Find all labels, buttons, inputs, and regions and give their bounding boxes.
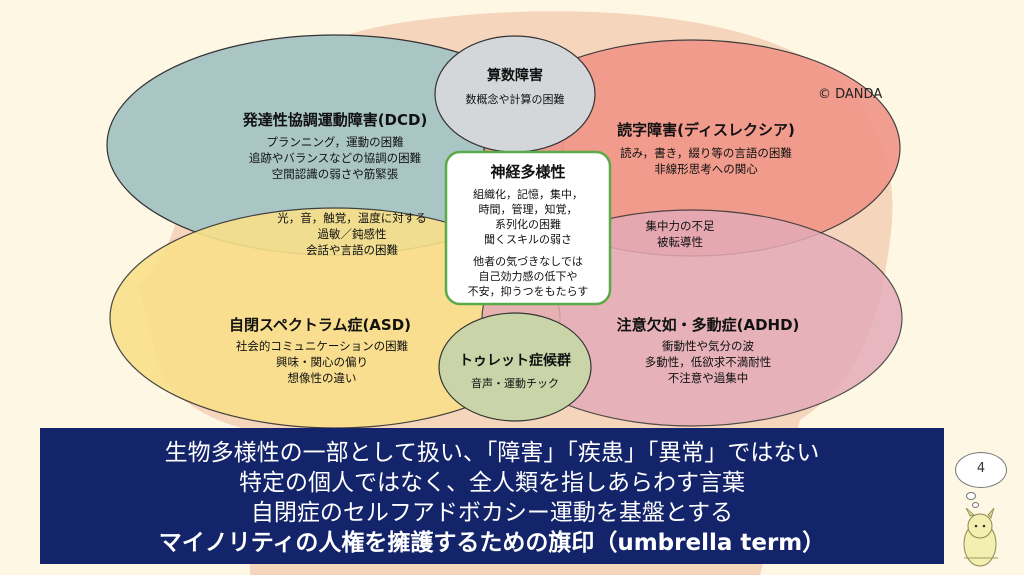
dcd-asd-line: 会話や言語の困難 (306, 243, 398, 257)
center-line: 他者の気づきなしでは (473, 254, 583, 268)
math-title: 算数障害 (487, 67, 543, 84)
center-line: 聞くスキルの弱さ (484, 233, 572, 246)
math-line: 数概念や計算の困難 (466, 92, 565, 106)
asd-line: 社会的コミュニケーションの困難 (236, 339, 408, 353)
asd-title: 自閉スペクトラム症(ASD) (229, 316, 411, 334)
center-line: 時間，管理，知覚， (479, 202, 578, 216)
banner-line: 自閉症のセルフアドボカシー運動を基盤とする (250, 500, 734, 526)
banner-line: マイノリティの人権を擁護するための旗印（umbrella term） (158, 530, 826, 556)
center-line: 自己効力感の低下や (479, 269, 578, 283)
adhd-line: 衝動性や気分の波 (662, 339, 754, 353)
center-title: 神経多様性 (490, 163, 565, 181)
dyslexia-line: 非線形思考への関心 (654, 162, 758, 176)
tourette-title: トゥレット症候群 (459, 352, 571, 369)
asd-line: 興味・関心の偏り (276, 355, 368, 369)
tourette-line: 音声・運動チック (471, 376, 559, 390)
thought-dot (972, 502, 979, 508)
dyslexia-title: 読字障害(ディスレクシア) (617, 121, 795, 139)
summary-banner: 生物多様性の一部として扱い、「障害」「疾患」「異常」ではない 特定の個人ではなく… (40, 428, 944, 564)
adhd-title: 注意欠如・多動症(ADHD) (617, 316, 800, 334)
center-line: 不安，抑うつをもたらす (468, 284, 589, 298)
dcd-line: 追跡やバランスなどの協調の困難 (249, 151, 421, 165)
adhd-line: 多動性，低欲求不満耐性 (645, 355, 772, 369)
page-number-bubble: 4 (955, 452, 1007, 488)
page-number: 4 (976, 461, 986, 476)
dys-adhd-line: 被転導性 (657, 235, 703, 249)
adhd-line: 不注意や過集中 (668, 371, 749, 385)
dcd-asd-line: 過敏／鈍感性 (318, 227, 387, 241)
banner-line: 特定の個人ではなく、全人類を指しあらわす言葉 (239, 470, 745, 496)
copyright-label: © DANDA (818, 87, 883, 102)
dcd-title: 発達性協調運動障害(DCD) (242, 111, 428, 129)
dcd-line: 空間認識の弱さや筋緊張 (272, 167, 399, 181)
center-line: 組織化，記憶，集中， (473, 187, 583, 201)
banner-line: 生物多様性の一部として扱い、「障害」「疾患」「異常」ではない (164, 440, 820, 466)
center-box (444, 150, 612, 306)
thought-dot (966, 492, 976, 500)
dcd-line: プランニング，運動の困難 (266, 135, 403, 149)
dyslexia-line: 読み，書き，綴り等の言語の困難 (620, 146, 792, 160)
center-line: 系列化の困難 (495, 217, 561, 231)
tourette-ellipse (438, 312, 592, 422)
dys-adhd-line: 集中力の不足 (646, 219, 715, 233)
dcd-asd-line: 光，音，触覚，温度に対する (277, 211, 427, 225)
mascot-character (963, 507, 998, 567)
asd-line: 想像性の違い (288, 371, 357, 385)
